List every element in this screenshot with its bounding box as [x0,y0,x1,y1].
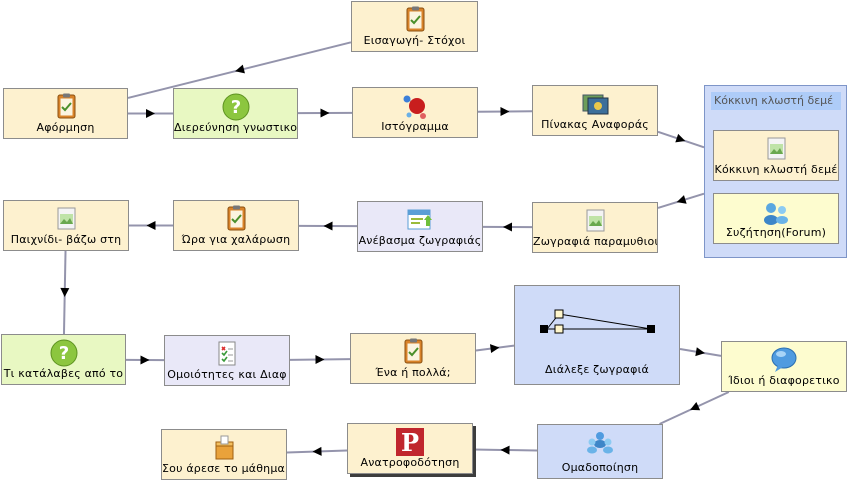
image-icon [586,209,605,232]
node-label: Πίνακας Αναφοράς [541,118,649,131]
node-idioi-i-diaforetikoi[interactable]: Ίδιοι ή διαφορετικο [721,341,847,392]
arrow-head [146,221,156,230]
image-icon [767,137,786,160]
node-label: Ανατροφοδότηση [360,456,460,469]
arrow-head [503,222,513,232]
image-icon [57,207,76,230]
group-icon [587,432,613,454]
arrow-head [315,355,325,365]
node-pinakas-anaforas[interactable]: Πίνακας Αναφοράς [532,85,658,136]
arrow-head [235,64,245,74]
arrow-head [690,402,701,411]
node-label: Ομαδοποίηση [561,461,639,474]
arrow-head [140,355,150,365]
arrow-head [312,446,322,456]
node-label: Διάλεξε ζωγραφιά [545,363,649,376]
node-label: Κόκκινη κλωστή δεμέ [714,163,838,176]
node-kokkini-klosti[interactable]: Κόκκινη κλωστή δεμέ [713,130,839,181]
upload-icon [407,209,432,230]
node-label: Εισαγωγή- Στόχοι [363,34,466,47]
node-label: Ίδιοι ή διαφορετικο [728,374,840,387]
svg-text:?: ? [58,343,68,364]
box-icon [215,435,234,460]
node-syzitisi-forum[interactable]: Συζήτηση(Forum) [713,193,839,244]
arrow-head [146,109,155,118]
group-title: Κόκκινη κλωστή δεμέ [711,92,841,110]
node-label: Διερεύνηση γνωστικο [174,121,297,134]
node-ti-katalaves[interactable]: ? Τι κατάλαβες από το [1,334,126,385]
node-paixnidi[interactable]: Παιχνίδι- βάζω στη [3,200,129,251]
node-label: Ώρα για χαλάρωση [181,233,291,246]
node-eisagogi-stoxoi[interactable]: Εισαγωγή- Στόχοι [351,1,478,52]
node-label: Τι κατάλαβες από το [3,367,124,380]
node-label: Συζήτηση(Forum) [725,226,827,239]
clipboard-icon [404,338,423,364]
node-ora-xalarosi[interactable]: Ώρα για χαλάρωση [173,200,299,251]
speech-icon [771,347,797,372]
clipboard-icon [406,6,424,32]
node-ena-i-polla[interactable]: Ένα ή πολλά; [350,333,476,384]
branch-icon [540,309,655,334]
node-anevasma-zografias[interactable]: Ανέβασμα ζωγραφιάς [357,201,483,252]
node-sou-arese-mathima[interactable]: Σου άρεσε το μάθημα; [161,429,287,480]
arrow-head [500,445,510,455]
forum-icon [764,203,788,225]
node-label: Ένα ή πολλά; [375,366,451,379]
svg-text:P: P [401,428,419,457]
arrow-head [676,195,687,204]
arrow-head [320,108,330,118]
question-icon: ? [222,93,249,121]
node-aformisi[interactable]: Αφόρμηση [3,88,128,139]
node-istogramma[interactable]: Ιστόγραμμα [352,87,478,138]
question-icon: ? [50,339,77,367]
node-label: Σου άρεσε το μάθημα; [162,462,286,475]
node-label: Ανέβασμα ζωγραφιάς [358,234,482,247]
checklist-icon [218,341,236,366]
molecule-icon [403,95,426,119]
arrow-head [695,347,705,357]
gallery-icon [582,94,609,115]
arrow-head [323,221,333,231]
p-icon: P [396,428,424,457]
svg-text:?: ? [230,97,240,118]
node-label: Ζωγραφιά παραμυθιού [533,235,657,248]
node-label: Ιστόγραμμα [381,120,449,133]
node-label: Παιχνίδι- βάζω στη [10,233,122,246]
clipboard-icon [57,93,75,119]
clipboard-icon [227,205,246,231]
arrow-head [489,344,500,354]
node-label: Αφόρμηση [36,121,95,134]
node-label: Ομοιότητες και Διαφ [167,368,287,381]
arrow-head [60,287,70,297]
node-omadopoiisi[interactable]: Ομαδοποίηση [537,424,663,479]
node-dialexe-zografia[interactable]: Διάλεξε ζωγραφιά [514,285,680,385]
arrow-head [675,133,686,143]
arrow-head [500,107,510,117]
node-diereynisi-gnostiko[interactable]: ? Διερεύνηση γνωστικο [173,88,298,139]
node-zografia-paramythiou[interactable]: Ζωγραφιά παραμυθιού [532,202,658,253]
node-anatrofodotisi[interactable]: P Ανατροφοδότηση [347,423,473,474]
node-omoiotites-diafores[interactable]: Ομοιότητες και Διαφ [164,335,290,386]
